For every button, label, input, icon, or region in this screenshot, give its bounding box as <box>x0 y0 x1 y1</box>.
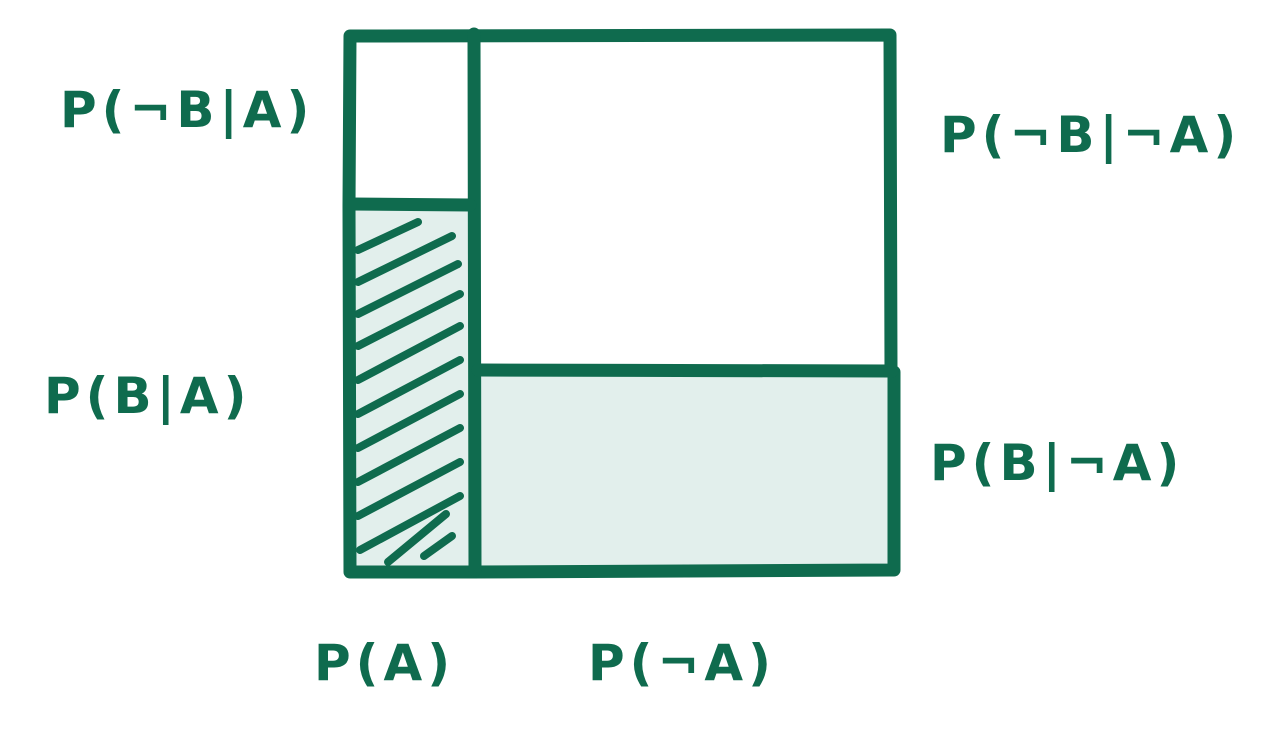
divider-a-vs-not-a <box>467 27 482 577</box>
region-b-given-not-a <box>478 373 894 571</box>
label-b-given-not-a: P(B|¬A) <box>930 434 1184 492</box>
outer-frame <box>342 28 901 579</box>
label-not-a: P(¬A) <box>588 634 776 692</box>
hatch-lines <box>354 218 464 566</box>
label-b-given-a: P(B|A) <box>44 367 251 425</box>
label-not-b-given-not-a: P(¬B|¬A) <box>940 106 1241 164</box>
divider-b-vs-not-b-given-a <box>344 197 477 212</box>
divider-b-vs-not-b-given-not-a <box>471 363 899 378</box>
label-a: P(A) <box>314 634 455 692</box>
label-not-b-given-a: P(¬B|A) <box>60 81 314 139</box>
